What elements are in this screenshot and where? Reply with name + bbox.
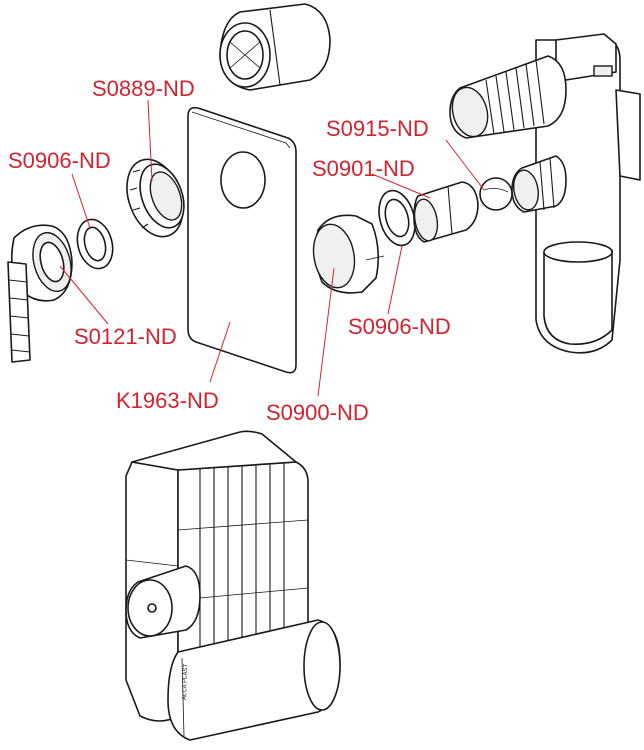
label-s0900: S0900-ND [266,400,369,425]
label-s0915: S0915-ND [326,116,429,141]
cap-part [312,214,385,294]
leader-s0906-left [71,173,91,229]
leader-s0901 [371,173,431,199]
housing-brand-mark: ALCA PLAST [182,664,189,701]
label-s0889: S0889-ND [92,76,195,101]
nut-part [126,158,185,238]
leader-s0121 [59,265,109,325]
label-s0906-left: S0906-ND [8,148,111,173]
leader-s0889 [147,99,153,182]
insert-part [413,181,479,243]
ball-part [479,177,513,211]
leader-k1963 [209,321,231,383]
washer-right-part [378,189,416,247]
hose-connector-part [7,224,73,363]
siphon-body-part [449,33,641,354]
housing-box-part: ALCA PLAST [125,430,341,741]
washer-left-part [76,218,114,270]
label-s0121: S0121-ND [74,324,177,349]
label-s0906-right: S0906-ND [348,314,451,339]
label-s0901: S0901-ND [312,156,415,181]
label-k1963: K1963-ND [116,388,219,413]
leader-s0915 [445,139,485,191]
leader-lines [59,99,485,397]
leader-s0900 [317,267,335,397]
leader-s0906-right [387,245,403,315]
plug-cap-part [219,3,331,91]
cover-plate-part [187,106,297,374]
